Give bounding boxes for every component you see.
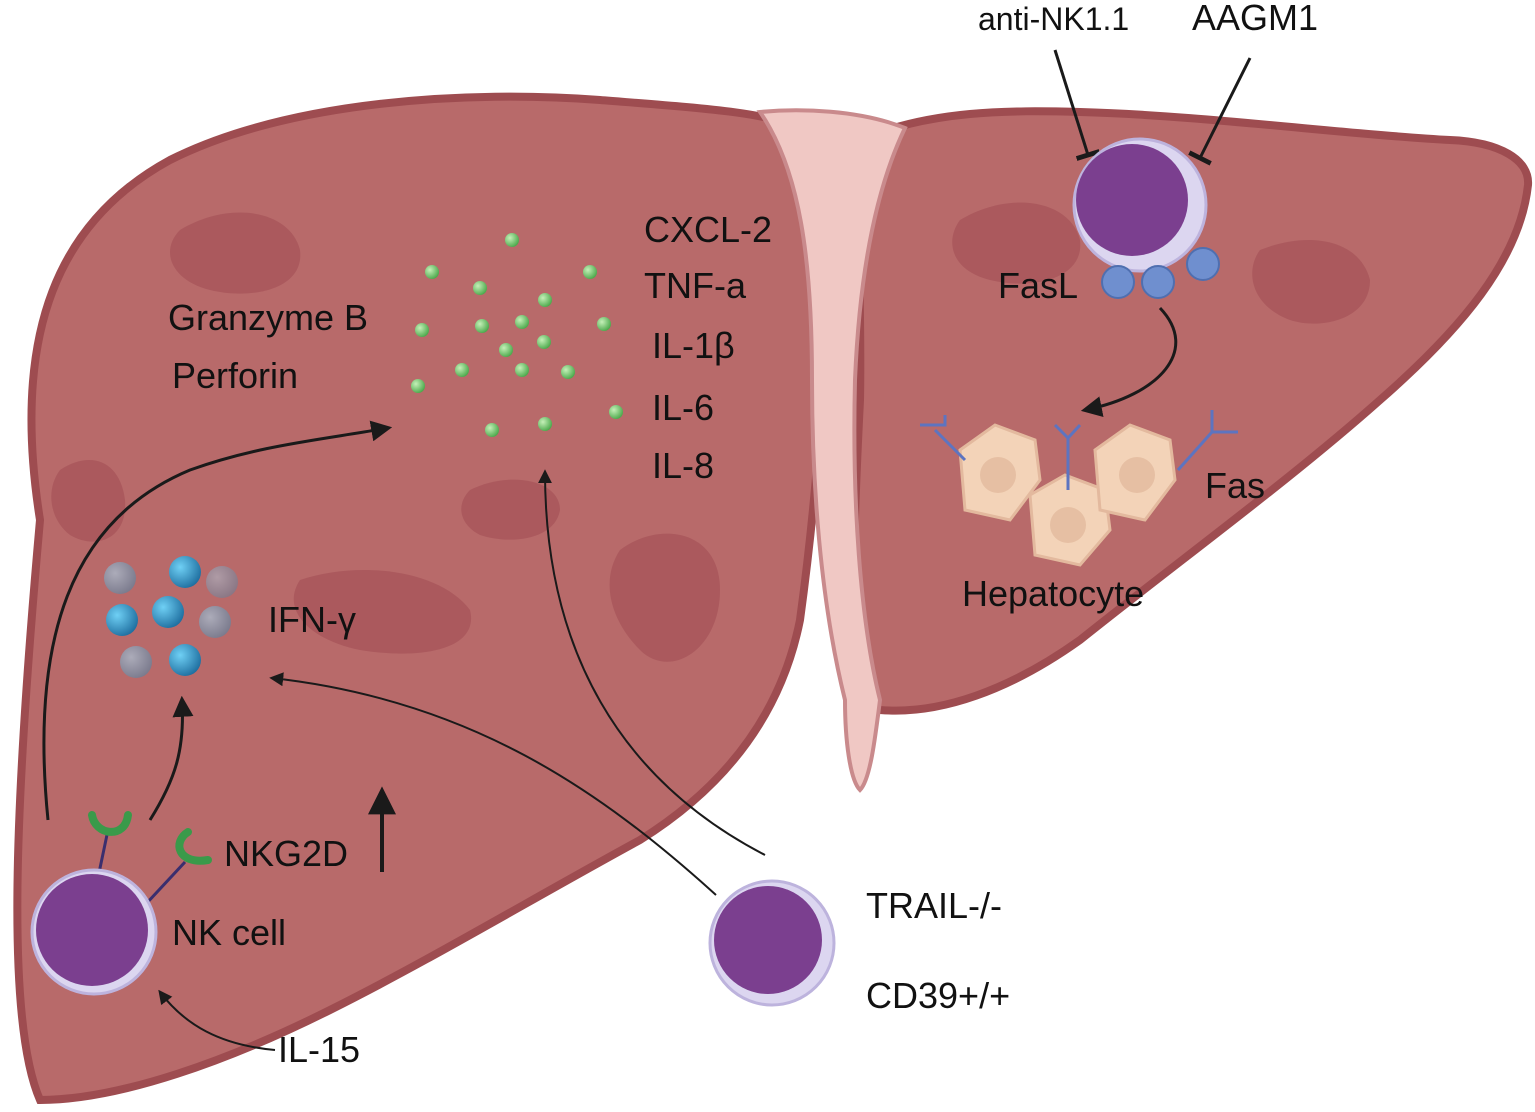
hepatocyte-nucleus (980, 457, 1016, 493)
anti-nk-inhibition-line (1053, 49, 1101, 161)
nk-cell-label: NK cell (172, 912, 286, 953)
granule (411, 379, 425, 393)
ifn-molecule (152, 596, 184, 628)
granule (538, 417, 552, 431)
ifn-molecule (199, 606, 231, 638)
granule (475, 319, 489, 333)
cytokine-label: IL-8 (652, 445, 714, 486)
il15-to-nk-arrow (158, 989, 276, 1051)
ifn-molecule (106, 604, 138, 636)
granule (455, 363, 469, 377)
hepatocyte-cluster (958, 423, 1177, 567)
granule (597, 317, 611, 331)
cytokine-label: IL-1β (652, 325, 735, 366)
il15-label: IL-15 (278, 1029, 360, 1070)
ifn-molecule (206, 566, 238, 598)
fas-receptor (920, 415, 967, 462)
granule (415, 323, 429, 337)
cytokine-label: IL-6 (652, 387, 714, 428)
granule (505, 233, 519, 247)
nk-cell-top-body (1076, 144, 1188, 256)
fasl-ligand (1186, 247, 1220, 281)
trail-cell-body (714, 886, 822, 994)
ifn-gamma-label: IFN-γ (268, 599, 356, 640)
ifn-molecule (169, 556, 201, 588)
liver-patch (51, 460, 126, 542)
nk-to-ifn-arrow (148, 695, 194, 821)
granule (561, 365, 575, 379)
nk-cell-body (36, 874, 148, 986)
fasl-to-hepatocyte-arrow (1080, 306, 1178, 417)
fas-receptor (1176, 410, 1238, 472)
hepatocyte-nucleus (1119, 457, 1155, 493)
liver-patch (170, 212, 301, 294)
granule (538, 293, 552, 307)
fasl-ligand (1141, 265, 1175, 299)
fasl-ligand (1101, 265, 1135, 299)
granule (583, 265, 597, 279)
liver-patch (461, 479, 560, 540)
nkg2d-receptor (88, 811, 132, 836)
cytokine-label: TNF-a (644, 265, 747, 306)
granule (425, 265, 439, 279)
ifn-gamma-cluster (104, 556, 238, 678)
liver-patch (1252, 240, 1370, 324)
ifn-molecule (120, 646, 152, 678)
trail-label: TRAIL-/- (866, 885, 1002, 926)
granule (515, 363, 529, 377)
liver-patch (952, 202, 1081, 284)
granule (537, 335, 551, 349)
nk-to-granzyme-arrow (42, 420, 393, 821)
trail-to-cytokine-arrow (538, 469, 766, 856)
ifn-molecule (104, 562, 136, 594)
receptor-stem (143, 860, 187, 907)
cytokine-granules (411, 233, 623, 437)
perforin-label: Perforin (172, 355, 298, 396)
granule (473, 281, 487, 295)
fas-label: Fas (1205, 465, 1265, 506)
aagm1-label: AAGM1 (1192, 0, 1318, 38)
fas-receptor (1053, 423, 1082, 490)
nkg2d-receptor (175, 828, 212, 865)
hepatocyte-nucleus (1050, 507, 1086, 543)
cytokine-label: CXCL-2 (644, 209, 772, 250)
fasl-label: FasL (998, 265, 1078, 306)
liver-patch (293, 570, 472, 654)
ifn-molecule (169, 644, 201, 676)
aagm1-inhibition-line (1188, 57, 1252, 166)
granule (609, 405, 623, 419)
cd39-label: CD39+/+ (866, 975, 1010, 1016)
fas-receptors (920, 410, 1238, 490)
trail-to-ifn-arrow (269, 672, 717, 896)
hepatocyte-label: Hepatocyte (962, 573, 1144, 614)
granule (515, 315, 529, 329)
nkg2d-label: NKG2D (224, 833, 348, 874)
anti-nk-label: anti-NK1.1 (978, 1, 1129, 37)
granzyme-label: Granzyme B (168, 297, 368, 338)
nkg2d-receptors (88, 811, 212, 907)
granule (499, 343, 513, 357)
liver-patch (609, 533, 720, 662)
granule (485, 423, 499, 437)
falciform-ligament (756, 108, 908, 793)
